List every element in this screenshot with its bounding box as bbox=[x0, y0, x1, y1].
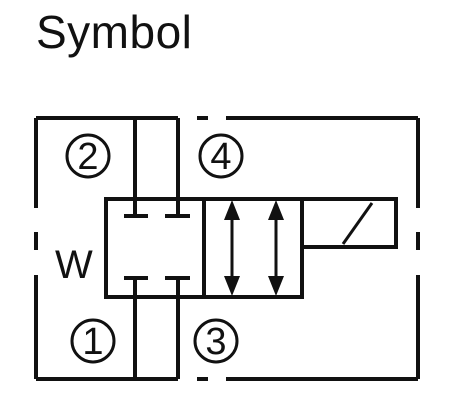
valve-envelope-blocked bbox=[104, 197, 206, 299]
port-2-marker: 2 bbox=[65, 133, 111, 179]
port-3-marker: 3 bbox=[193, 318, 239, 364]
spring-symbol: W bbox=[55, 243, 93, 287]
page-title: Symbol bbox=[36, 6, 193, 58]
port-3-label: 3 bbox=[205, 321, 226, 363]
port-4-marker: 4 bbox=[198, 133, 244, 179]
port-1-marker: 1 bbox=[70, 318, 116, 364]
port-1-label: 1 bbox=[82, 321, 103, 363]
valve-envelope-flow bbox=[202, 197, 304, 299]
port-lines bbox=[133, 118, 180, 379]
solenoid-actuator bbox=[300, 197, 398, 249]
port-4-label: 4 bbox=[210, 136, 231, 178]
port-2-label: 2 bbox=[77, 136, 98, 178]
enclosure-outline bbox=[34, 116, 420, 381]
